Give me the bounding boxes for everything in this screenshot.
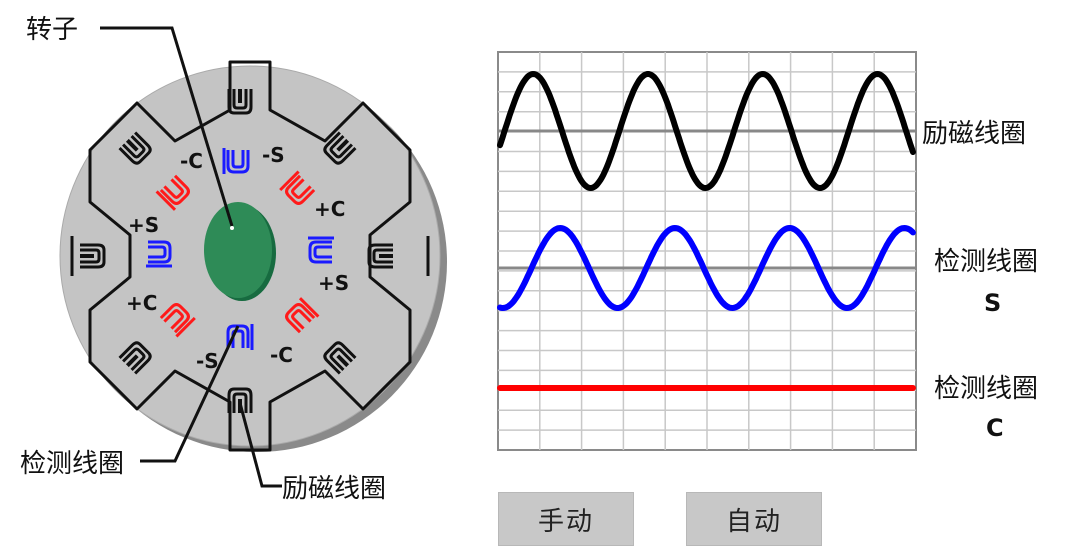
trace-label-excite: 励磁线圈 [922, 119, 1026, 149]
pole-label-plus-c-right: +C [314, 197, 345, 221]
oscilloscope: 励磁线圈 检测线圈 S 检测线圈 C [497, 51, 1038, 451]
manual-button[interactable]: 手动 [498, 492, 634, 546]
pole-label-minus-s-top: -S [262, 143, 285, 167]
pole-label-plus-s-right: +S [318, 271, 349, 295]
pole-label-minus-c-bottom: -C [270, 343, 293, 367]
resolver-cross-section: -C -S +C +S +S +C -S -C 转子 检测线圈 励磁线圈 [20, 15, 447, 504]
pole-label-plus-s-left: +S [128, 213, 159, 237]
pole-label-minus-c-top: -C [180, 149, 203, 173]
trace-label-detect-c: 检测线圈 [934, 374, 1038, 404]
callout-excite-coil: 励磁线圈 [282, 474, 386, 504]
callout-line-detect [140, 325, 240, 463]
pole-label-minus-s-bottom: -S [196, 349, 219, 373]
trace-sublabel-s: S [984, 289, 1001, 317]
callout-line-rotor [100, 26, 234, 227]
pole-label-plus-c-left: +C [126, 291, 157, 315]
trace-label-detect-s: 检测线圈 [934, 247, 1038, 277]
rotor [204, 202, 272, 298]
stator-outline [88, 60, 412, 452]
rotor-center-dot [230, 226, 234, 230]
callout-rotor: 转子 [26, 15, 78, 45]
callout-line-excite [238, 402, 282, 488]
trace-detect-coil-s [497, 224, 916, 312]
trace-excite-coil [497, 70, 916, 192]
trace-sublabel-c: C [986, 414, 1004, 442]
auto-button[interactable]: 自动 [686, 492, 822, 546]
callout-detect-coil: 检测线圈 [20, 449, 124, 479]
